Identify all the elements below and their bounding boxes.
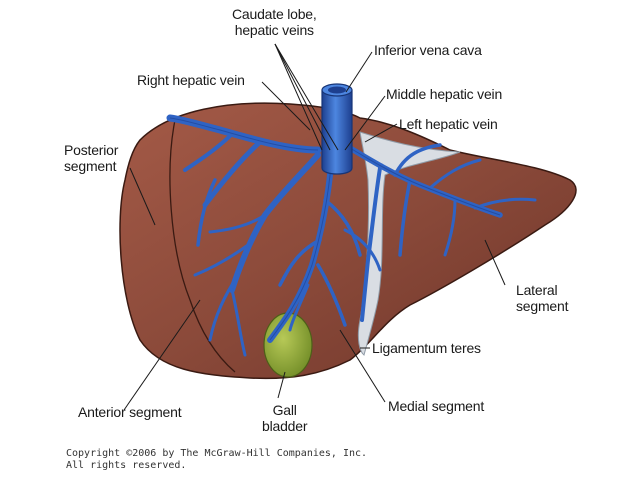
medial-segment-label: Medial segment xyxy=(388,398,485,414)
lateral-segment-line2: segment xyxy=(516,298,569,314)
posterior-segment-boundary xyxy=(169,119,236,373)
lateral-segment-line1: Lateral xyxy=(516,282,558,298)
posterior-segment-line2: segment xyxy=(64,158,117,174)
inferior-vena-cava xyxy=(321,83,353,175)
middle-hepatic-vein-label: Middle hepatic vein xyxy=(386,86,503,102)
lateral-segment-label: Lateral segment xyxy=(516,282,568,314)
posterior-segment-label: Posterior segment xyxy=(64,142,118,174)
copyright-line1: Copyright ©2006 by The McGraw-Hill Compa… xyxy=(66,448,368,459)
vein-shading xyxy=(169,117,501,341)
caudate-lobe-line1: Caudate lobe, xyxy=(232,6,317,22)
caudate-lobe-label: Caudate lobe, hepatic veins xyxy=(232,6,317,38)
posterior-segment-line1: Posterior xyxy=(64,142,119,158)
anterior-segment-label: Anterior segment xyxy=(78,404,182,420)
gall-bladder-line1: Gall xyxy=(272,402,297,418)
copyright-line2: All rights reserved. xyxy=(66,460,187,471)
caudate-lobe-line2: hepatic veins xyxy=(234,22,314,38)
gall-bladder-label: Gall bladder xyxy=(262,402,308,434)
falciform-ligament xyxy=(357,131,461,356)
inferior-vena-cava-label: Inferior vena cava xyxy=(374,42,482,58)
ligamentum-teres-label: Ligamentum teres xyxy=(372,340,481,356)
left-hepatic-vein-label: Left hepatic vein xyxy=(399,116,498,132)
right-hepatic-vein-label: Right hepatic vein xyxy=(137,72,245,88)
gallbladder xyxy=(263,312,313,378)
gall-bladder-line2: bladder xyxy=(262,418,308,434)
leader-lines xyxy=(123,43,506,411)
